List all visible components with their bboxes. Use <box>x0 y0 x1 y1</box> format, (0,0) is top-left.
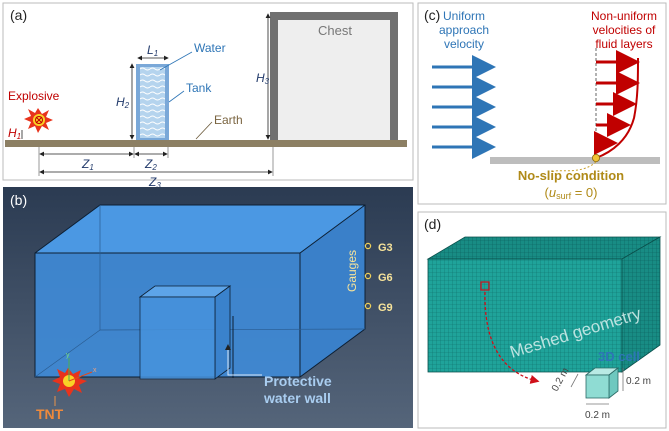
nonuniform-arrows <box>594 50 640 155</box>
tank-label: Tank <box>186 81 212 95</box>
z1-label: Z1 <box>81 157 94 172</box>
nonuniform-line1: Non-uniform <box>591 9 657 23</box>
mesh-top-face <box>426 236 662 260</box>
axis-y-label: y <box>66 352 70 359</box>
panel-c-label: (c) <box>424 7 440 23</box>
wall-leader <box>225 344 262 376</box>
dim-b-label: 0.2 m <box>626 376 651 387</box>
panel-c: (c) Uniform approach velocity Non-unifor… <box>417 2 667 205</box>
panel-d: (d) Meshed geometry 3D cell 0.2 m 0.2 m … <box>417 211 667 429</box>
water-leader <box>159 51 193 71</box>
surface-plate <box>490 157 660 164</box>
uniform-line3: velocity <box>444 37 484 51</box>
explosive-label: Explosive <box>8 89 60 103</box>
gauge-g3: G3 <box>364 242 393 254</box>
cell-title: 3D cell <box>598 349 640 364</box>
no-slip-label: No-slip condition <box>518 168 624 183</box>
wall-label-line2: water wall <box>263 390 331 406</box>
h3-label: H3 <box>256 71 270 86</box>
uniform-line1: Uniform <box>443 9 485 23</box>
z2-label: Z2 <box>144 157 157 172</box>
panel-b: (b) Protective water wall G3 <box>3 187 413 428</box>
water-body <box>140 67 165 138</box>
no-slip-point <box>592 153 601 162</box>
dim-c-label: 0.2 m <box>585 410 610 421</box>
h2-label: H2 <box>116 95 130 110</box>
svg-text:G6: G6 <box>378 272 393 284</box>
nonuniform-line3: fluid layers <box>595 37 652 51</box>
panel-a: (a) Chest Earth Water Tank L1 H2 H3 <box>2 2 414 190</box>
earth-ground <box>5 140 407 147</box>
domain-top-face <box>35 205 365 253</box>
axis-x-line <box>68 371 93 382</box>
axis-x-label: x <box>93 367 97 374</box>
uniform-arrows <box>432 55 496 159</box>
chest-label: Chest <box>318 23 352 38</box>
zoom-leader <box>484 291 540 384</box>
chest-inner <box>278 20 390 142</box>
tnt-label: TNT <box>36 406 64 422</box>
domain-side-face <box>300 205 365 377</box>
chest: Chest <box>270 12 398 142</box>
dim-a-line <box>570 373 579 388</box>
z3-label: Z3 <box>148 175 161 190</box>
panel-d-label: (d) <box>424 216 441 232</box>
protective-water-wall <box>138 285 234 380</box>
earth-leader <box>195 121 213 140</box>
meshed-domain <box>426 236 662 373</box>
gauge-g9: G9 <box>364 302 393 314</box>
domain-hidden-edge-2 <box>34 329 101 378</box>
mesh-side-face <box>621 236 661 373</box>
gauge-g6: G6 <box>364 272 393 284</box>
zoom-box <box>480 281 490 291</box>
explosive-icon <box>24 108 53 133</box>
tank-leader <box>168 90 185 103</box>
panel-a-label: (a) <box>10 7 27 23</box>
nonuniform-line2: velocities of <box>593 23 656 37</box>
u-surf-label: (usurf = 0) <box>545 185 598 201</box>
no-slip-leader <box>551 161 597 173</box>
svg-text:G9: G9 <box>378 302 393 314</box>
l1-label: L1 <box>147 43 158 58</box>
h1-label: H1 <box>8 126 21 141</box>
panel-b-label: (b) <box>10 192 27 208</box>
uniform-line2: approach <box>439 23 489 37</box>
cube-icon <box>584 367 620 399</box>
gauges-title: Gauges <box>345 250 359 292</box>
wall-label-line1: Protective <box>264 373 332 389</box>
svg-text:G3: G3 <box>378 242 393 254</box>
water-label: Water <box>194 41 226 55</box>
water-tank <box>136 64 169 140</box>
earth-label: Earth <box>214 113 243 127</box>
